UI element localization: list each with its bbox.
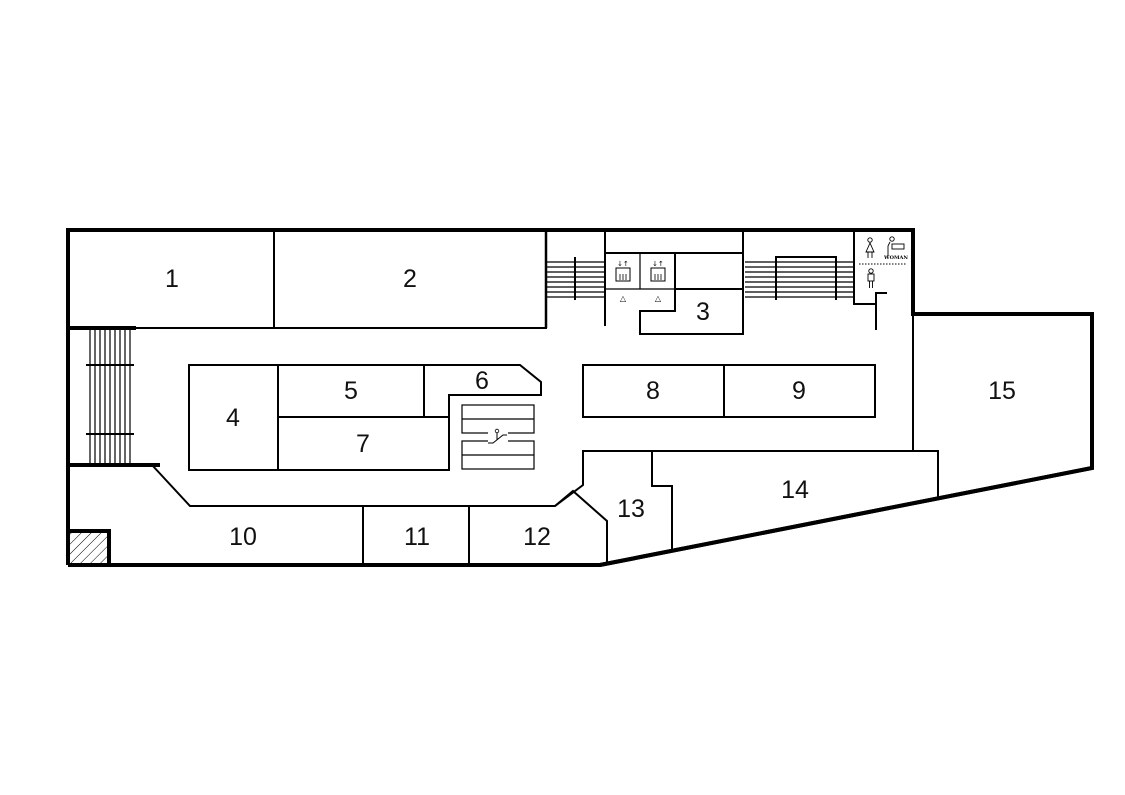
- corridor-boundary: [151, 450, 939, 507]
- call-button-icon: △: [655, 294, 662, 303]
- shop-3-label: 3: [696, 298, 710, 326]
- elevator-icon: ↓↑: [615, 260, 631, 282]
- male-restroom-icon: [867, 268, 875, 288]
- shop-9-label: 9: [792, 377, 806, 405]
- shop-13-label: 13: [617, 495, 645, 523]
- elevator-icon: ↓↑: [650, 260, 666, 282]
- shop-8[interactable]: 8: [582, 364, 725, 418]
- shop-5[interactable]: 5: [277, 364, 425, 418]
- shop-3[interactable]: 3: [639, 253, 744, 335]
- shop-2-label: 2: [403, 265, 417, 293]
- hatched-shaft-right: [674, 252, 744, 290]
- escalator-icon: [488, 428, 508, 446]
- shop-15-label: 15: [988, 377, 1016, 405]
- elevator-1[interactable]: ↓↑ △: [615, 260, 631, 303]
- shop-4[interactable]: 4: [188, 364, 279, 471]
- shop-12[interactable]: 12: [523, 489, 608, 562]
- stairs-top-left: [544, 230, 605, 328]
- shop-12-label: 12: [523, 523, 551, 551]
- shop-1[interactable]: 1: [67, 229, 275, 329]
- shop-7[interactable]: 7: [277, 416, 450, 471]
- shop-11[interactable]: 11: [404, 506, 470, 565]
- female-restroom-icon: [865, 237, 875, 258]
- shop-7-label: 7: [356, 430, 370, 458]
- hatched-pillar: [68, 529, 111, 565]
- shop-10[interactable]: 10: [229, 506, 364, 565]
- restroom[interactable]: WOMAN: [853, 230, 908, 330]
- escalator: [461, 404, 535, 470]
- shop-13[interactable]: 13: [617, 451, 673, 550]
- shop-14[interactable]: 14: [781, 476, 809, 504]
- shop-10-label: 10: [229, 523, 257, 551]
- shop-6[interactable]: 6: [424, 364, 542, 417]
- stairs-top-right: [745, 256, 854, 300]
- shop-9[interactable]: 9: [723, 364, 876, 418]
- outer-wall-overlay: [66, 228, 1094, 567]
- shop-4-label: 4: [226, 404, 240, 432]
- shop-6-label: 6: [475, 367, 489, 395]
- shop-2[interactable]: 2: [273, 229, 547, 329]
- shop-14-label: 14: [781, 476, 809, 504]
- stairs-left: [86, 330, 134, 464]
- shop-15[interactable]: 15: [912, 314, 1016, 451]
- baby-changing-icon: WOMAN: [883, 236, 908, 261]
- shop-11-label: 11: [404, 523, 430, 551]
- shop-1-label: 1: [165, 265, 179, 293]
- svg-text:↓↑: ↓↑: [617, 260, 629, 268]
- elevator-hall: [605, 253, 675, 290]
- shop-8-label: 8: [646, 377, 660, 405]
- svg-text:↓↑: ↓↑: [652, 260, 664, 268]
- hatched-shaft-top: [604, 230, 744, 254]
- shop-5-label: 5: [344, 377, 358, 405]
- elevator-2[interactable]: ↓↑ △: [650, 260, 666, 303]
- woman-text: WOMAN: [883, 255, 908, 261]
- call-button-icon: △: [620, 294, 627, 303]
